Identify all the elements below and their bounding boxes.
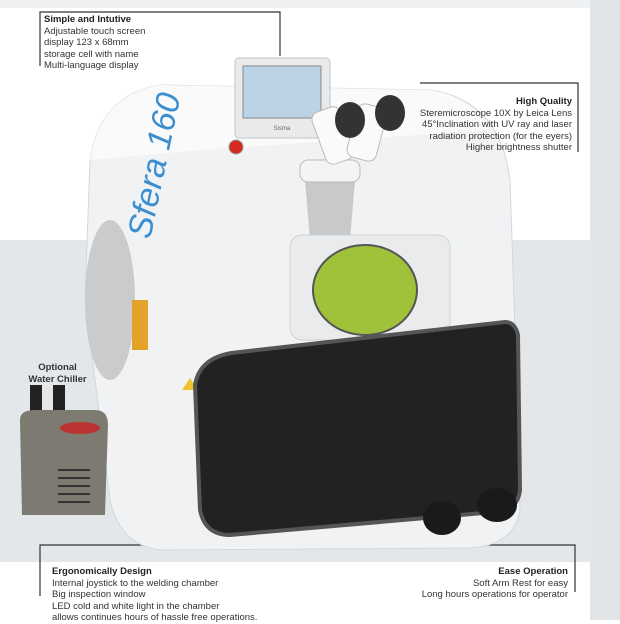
microscope-base [305, 180, 355, 246]
feature-chiller: Optional Water Chiller [20, 362, 95, 385]
touch-screen [242, 65, 322, 119]
feature-line: allows continues hours of hassle free op… [52, 612, 258, 623]
feature-line: Soft Arm Rest for easy [472, 577, 568, 589]
feature-line: 45°Inclination with UV ray and laser [421, 119, 572, 130]
feature-ergonomic: Ergonomically Design Internal joystick t… [52, 566, 257, 624]
feature-line: Internal joystick to the welding chamber [52, 577, 219, 589]
feature-line: Steremicroscope 10X by Leica Lens [419, 107, 572, 119]
arm-rest-right [477, 488, 517, 522]
side-grille [85, 220, 135, 380]
arm-curtain [192, 319, 523, 538]
feature-line: Long hours operations for operator [421, 589, 568, 600]
feature-ease: Ease Operation Soft Arm Rest for easy Lo… [348, 566, 568, 601]
feature-line: Adjustable touch screen [44, 25, 146, 37]
side-strip [590, 0, 620, 620]
feature-line: Higher brightness shutter [465, 142, 572, 153]
feature-simple: Simple and Intutive Adjustable touch scr… [44, 14, 145, 72]
top-edge [0, 0, 590, 8]
water-chiller [20, 385, 108, 515]
microscope-eyepieces [311, 95, 405, 165]
feature-line: Optional [38, 362, 77, 373]
feature-line: display 123 x 68mm [44, 37, 129, 48]
feature-line: LED cold and white light in the chamber [52, 600, 220, 612]
emergency-stop-button [228, 139, 244, 155]
inspection-window [312, 244, 418, 336]
screen-brand: Sisma [274, 126, 291, 132]
feature-line: Big inspection window [52, 589, 146, 600]
feature-line: Water Chiller [28, 373, 87, 385]
feature-title: Ease Operation [498, 566, 568, 577]
feature-title: Simple and Intutive [44, 14, 132, 25]
feature-title: High Quality [516, 96, 572, 107]
feature-line: Multi-language display [44, 60, 139, 71]
feature-title: Ergonomically Design [52, 566, 152, 577]
feature-line: radiation protection (for the eyers) [429, 130, 572, 142]
feature-line: storage cell with name [44, 48, 139, 60]
arm-rest-left [423, 501, 461, 535]
feature-quality: High Quality Steremicroscope 10X by Leic… [342, 96, 572, 154]
